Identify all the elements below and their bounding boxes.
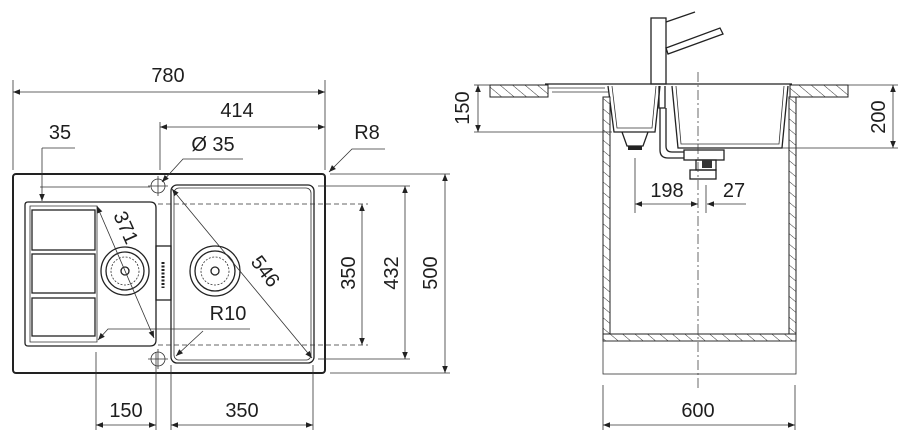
dim-drainer-diagonal: 371 xyxy=(108,208,142,247)
cabinet-wall-right xyxy=(788,96,797,341)
dim-main-bowl-width: 350 xyxy=(225,400,258,422)
drain-strainer-right xyxy=(189,245,241,297)
dim-bowl-offset-width: 414 xyxy=(220,100,253,122)
small-bowl-section xyxy=(607,85,661,133)
tap-hole-top xyxy=(148,176,168,196)
dim-drainer-inset: 35 xyxy=(49,122,71,144)
dim-drain-offset: 198 xyxy=(650,180,683,202)
dim-overall-width: 780 xyxy=(151,65,184,87)
tap-hole-bottom xyxy=(148,349,168,369)
dim-main-bowl-depth: 200 xyxy=(868,100,890,133)
drain-assembly xyxy=(683,149,725,180)
faucet xyxy=(650,11,724,85)
main-bowl-section xyxy=(671,85,789,149)
main-bowl xyxy=(170,184,315,364)
dim-cabinet-width: 600 xyxy=(681,400,714,422)
drainer-rib xyxy=(31,209,96,251)
countertop-left xyxy=(489,84,549,98)
dim-corner-radius-inner: R10 xyxy=(210,303,247,325)
cabinet-wall-left xyxy=(602,96,611,341)
dim-drainer-bowl-width: 150 xyxy=(109,400,142,422)
drainer-rib xyxy=(31,253,96,294)
dim-bowl-depth-inner: 350 xyxy=(338,256,360,289)
overflow-slot xyxy=(155,245,172,301)
dim-small-bowl-depth: 150 xyxy=(452,91,474,124)
dim-corner-radius-outer: R8 xyxy=(354,122,380,144)
countertop-right xyxy=(789,84,849,98)
top-view: 780 414 35 Ø 35 R8 371 546 R10 350 432 xyxy=(12,65,450,430)
dim-drain-offset-small: 27 xyxy=(723,180,745,202)
dim-tap-hole-diameter: Ø 35 xyxy=(191,134,234,156)
side-view: 150 200 198 27 600 xyxy=(452,11,898,430)
cabinet-floor xyxy=(602,333,797,342)
dim-overall-depth: 500 xyxy=(420,256,442,289)
drainer-area xyxy=(24,201,157,347)
cabinet-plinth xyxy=(602,340,797,375)
dim-bowl-depth-outer: 432 xyxy=(381,256,403,289)
drainer-rib xyxy=(31,297,96,337)
